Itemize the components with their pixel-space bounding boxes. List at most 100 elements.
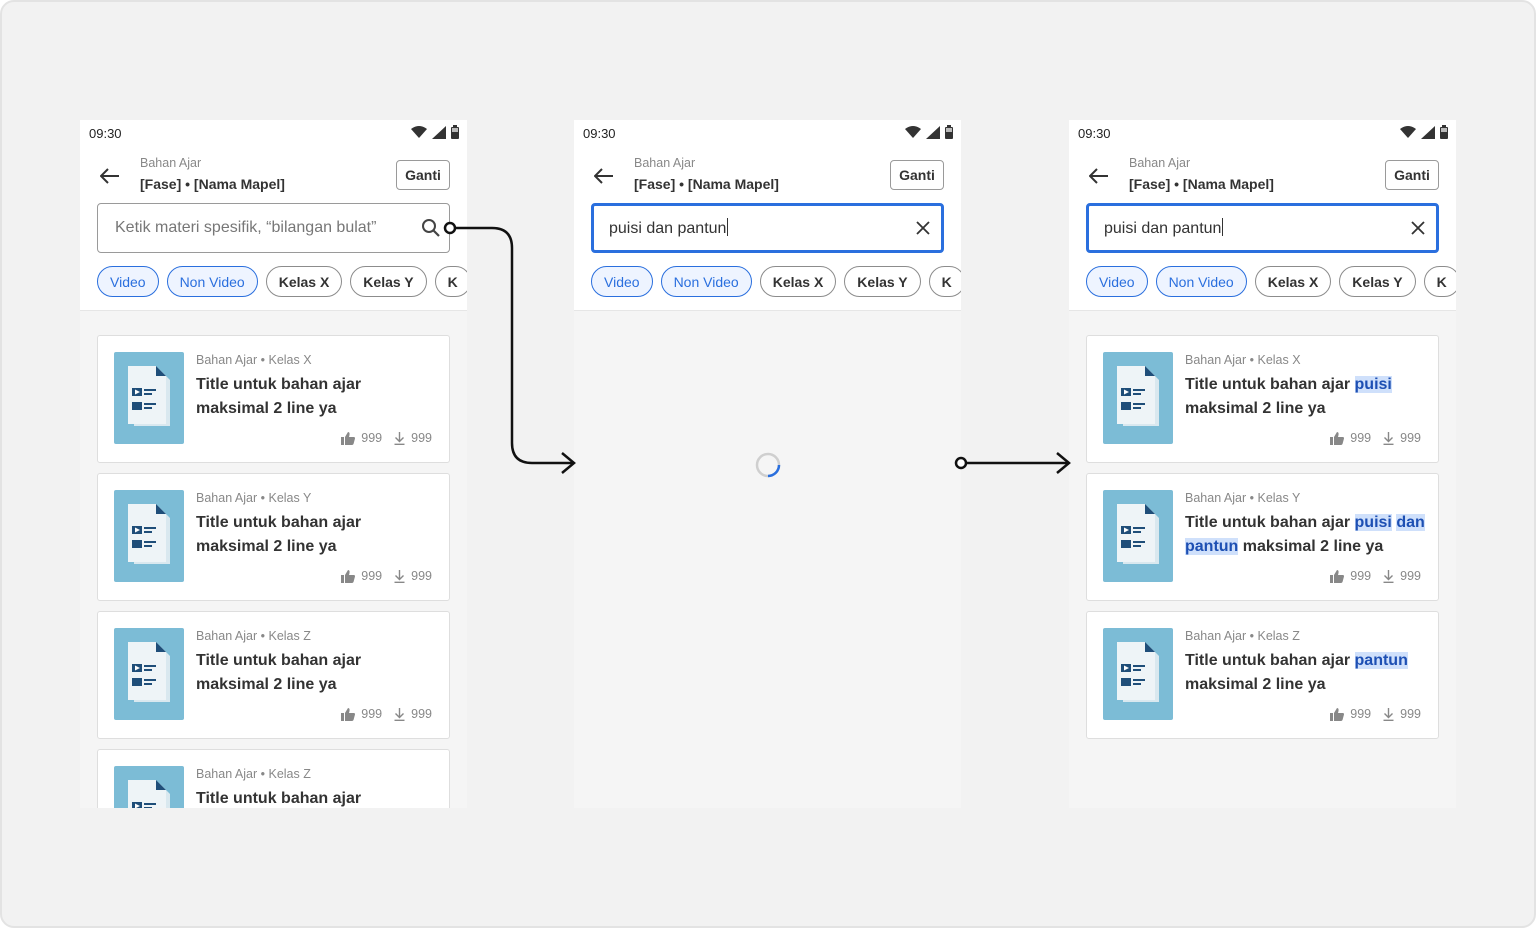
battery-icon	[1440, 125, 1448, 139]
change-button[interactable]: Ganti	[396, 160, 450, 190]
card-stats: 999 999	[341, 431, 432, 445]
chip-kelas-x[interactable]: Kelas X	[759, 266, 837, 297]
card-meta: Bahan Ajar • Kelas Z	[196, 767, 311, 781]
change-button[interactable]: Ganti	[1385, 160, 1439, 190]
download-icon	[394, 707, 405, 721]
header-title: [Fase] • [Nama Mapel]	[140, 176, 285, 192]
chip-kelas-y[interactable]: Kelas Y	[844, 266, 921, 297]
like-count: 999	[1350, 707, 1372, 721]
search-icon[interactable]	[413, 218, 449, 238]
header-subtitle: Bahan Ajar	[140, 156, 202, 170]
search-input[interactable]: puisi dan pantun	[1086, 203, 1439, 253]
card-meta: Bahan Ajar • Kelas X	[196, 353, 312, 367]
chip-kelas-y[interactable]: Kelas Y	[1339, 266, 1416, 297]
download-count: 999	[1400, 707, 1421, 721]
chip-non-video[interactable]: Non Video	[660, 266, 752, 297]
card-meta: Bahan Ajar • Kelas Z	[196, 629, 311, 643]
list-item[interactable]: Bahan Ajar • Kelas X Title untuk bahan a…	[97, 335, 450, 463]
list-item[interactable]: Bahan Ajar • Kelas Z Title untuk bahan a…	[1086, 611, 1439, 739]
change-button[interactable]: Ganti	[890, 160, 944, 190]
card-title: Title untuk bahan ajar puisi dan pantun …	[1185, 514, 1425, 555]
arrow-left-icon	[1089, 168, 1108, 184]
list-item[interactable]: Bahan Ajar • Kelas Z Title untuk bahan a…	[97, 749, 450, 808]
document-icon	[114, 352, 184, 444]
thumbs-up-icon	[1330, 707, 1345, 721]
chip-non-video[interactable]: Non Video	[1155, 266, 1247, 297]
search-highlight: puisi	[1354, 514, 1392, 531]
chip-kelas-x[interactable]: Kelas X	[265, 266, 343, 297]
back-button[interactable]	[98, 164, 122, 188]
chip-non-video[interactable]: Non Video	[166, 266, 258, 297]
like-count: 999	[1350, 431, 1372, 445]
search-highlight: dan	[1396, 514, 1425, 531]
header-subtitle: Bahan Ajar	[634, 156, 696, 170]
list-item[interactable]: Bahan Ajar • Kelas X Title untuk bahan a…	[1086, 335, 1439, 463]
arrow-left-icon	[594, 168, 613, 184]
download-icon	[1383, 707, 1394, 721]
card-stats: 999 999	[1330, 569, 1421, 583]
search-input[interactable]: puisi dan pantun	[591, 203, 944, 253]
list-item[interactable]: Bahan Ajar • Kelas Z Title untuk bahan a…	[97, 611, 450, 739]
thumbs-up-icon	[341, 707, 356, 721]
card-stats: 999 999	[1330, 707, 1421, 721]
like-count: 999	[361, 707, 383, 721]
card-title: Title untuk bahan ajar pantun maksimal 2…	[1185, 652, 1408, 693]
header-title: [Fase] • [Nama Mapel]	[634, 176, 779, 192]
thumbs-up-icon	[1330, 431, 1345, 445]
thumbs-up-icon	[341, 569, 356, 583]
top-bar: 09:30 Bahan Ajar [Fase] • [Nama Mapel] G…	[1069, 120, 1456, 311]
filter-chips: Video Non Video Kelas X Kelas Y K	[1086, 266, 1456, 297]
search-input[interactable]: Ketik materi spesifik, “bilangan bulat”	[97, 203, 450, 253]
header-subtitle: Bahan Ajar	[1129, 156, 1191, 170]
signal-icon	[926, 125, 940, 139]
chip-kelas-x[interactable]: Kelas X	[1254, 266, 1332, 297]
thumbs-up-icon	[1330, 569, 1345, 583]
search-highlight: puisi	[1354, 376, 1392, 393]
search-placeholder: Ketik materi spesifik, “bilangan bulat”	[115, 219, 377, 236]
like-count: 999	[361, 569, 383, 583]
status-icons	[411, 125, 459, 139]
back-button[interactable]	[1087, 164, 1111, 188]
card-stats: 999 999	[341, 707, 432, 721]
back-button[interactable]	[592, 164, 616, 188]
chip-more[interactable]: K	[434, 266, 467, 297]
clear-icon[interactable]	[905, 221, 941, 235]
card-meta: Bahan Ajar • Kelas Z	[1185, 629, 1300, 643]
chip-more[interactable]: K	[928, 266, 961, 297]
card-stats: 999 999	[341, 569, 432, 583]
material-list: Bahan Ajar • Kelas X Title untuk bahan a…	[97, 335, 450, 808]
top-bar: 09:30 Bahan Ajar [Fase] • [Nama Mapel] G…	[574, 120, 961, 311]
document-icon	[1103, 352, 1173, 444]
chip-video[interactable]: Video	[591, 266, 653, 297]
header-title: [Fase] • [Nama Mapel]	[1129, 176, 1274, 192]
download-icon	[394, 431, 405, 445]
filter-chips: Video Non Video Kelas X Kelas Y K	[97, 266, 467, 297]
wifi-icon	[411, 126, 427, 138]
download-count: 999	[411, 707, 432, 721]
status-icons	[905, 125, 953, 139]
list-item[interactable]: Bahan Ajar • Kelas Y Title untuk bahan a…	[1086, 473, 1439, 601]
card-meta: Bahan Ajar • Kelas X	[1185, 353, 1301, 367]
chip-video[interactable]: Video	[1086, 266, 1148, 297]
clear-icon[interactable]	[1400, 221, 1436, 235]
chip-more[interactable]: K	[1423, 266, 1456, 297]
screen-initial: 09:30 Bahan Ajar [Fase] • [Nama Mapel] G…	[80, 120, 467, 808]
status-time: 09:30	[1078, 126, 1111, 141]
thumbs-up-icon	[341, 431, 356, 445]
document-icon	[114, 766, 184, 808]
battery-icon	[945, 125, 953, 139]
card-meta: Bahan Ajar • Kelas Y	[1185, 491, 1301, 505]
chip-video[interactable]: Video	[97, 266, 159, 297]
document-icon	[1103, 628, 1173, 720]
text-caret	[1222, 218, 1224, 236]
screen-loading: 09:30 Bahan Ajar [Fase] • [Nama Mapel] G…	[574, 120, 961, 808]
list-item[interactable]: Bahan Ajar • Kelas Y Title untuk bahan a…	[97, 473, 450, 601]
filter-chips: Video Non Video Kelas X Kelas Y K	[591, 266, 961, 297]
download-icon	[1383, 431, 1394, 445]
search-highlight: pantun	[1185, 538, 1239, 555]
search-highlight: pantun	[1354, 652, 1408, 669]
like-count: 999	[1350, 569, 1372, 583]
wifi-icon	[905, 126, 921, 138]
download-icon	[394, 569, 405, 583]
chip-kelas-y[interactable]: Kelas Y	[350, 266, 427, 297]
